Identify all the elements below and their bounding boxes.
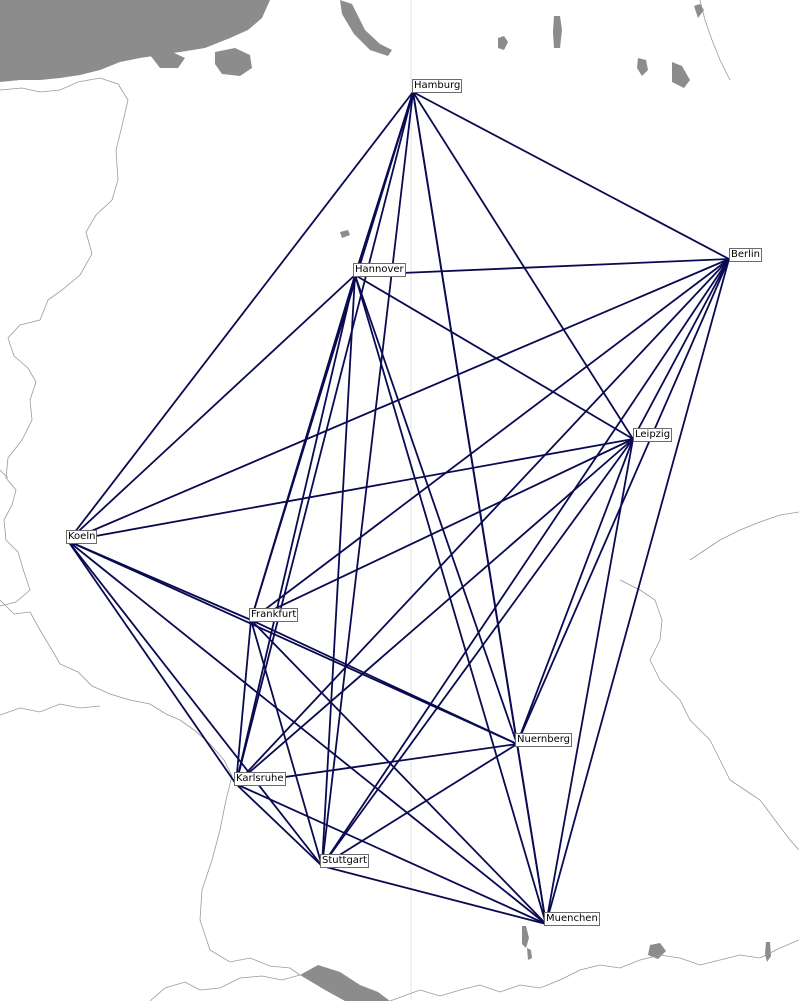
swiss-border	[149, 974, 301, 1001]
lake-3	[637, 58, 648, 76]
link-hannover-karlsruhe	[235, 274, 356, 785]
link-hannover-koeln	[67, 274, 356, 542]
north-sea	[0, 0, 270, 82]
belgium-border	[0, 469, 233, 777]
city-label-leipzig[interactable]: Leipzig	[633, 428, 673, 442]
czech-border	[619, 579, 799, 851]
link-leipzig-frankfurt	[250, 438, 634, 621]
lake-constance	[300, 965, 390, 1001]
link-frankfurt-nuernberg	[250, 619, 518, 745]
link-leipzig-karlsruhe	[235, 438, 634, 785]
link-leipzig-nuernberg	[516, 438, 634, 745]
western-border	[0, 77, 129, 607]
link-berlin-karlsruhe	[235, 258, 730, 785]
lake-steinhude	[340, 230, 350, 238]
city-label-frankfurt[interactable]: Frankfurt	[249, 608, 299, 622]
link-hamburg-leipzig	[412, 91, 634, 440]
link-hannover-frankfurt	[250, 274, 356, 621]
lake-east	[765, 942, 771, 962]
link-berlin-muenchen	[545, 258, 730, 925]
link-berlin-frankfurt	[250, 258, 730, 621]
link-hamburg-berlin	[412, 91, 730, 260]
link-nuernberg-stuttgart	[321, 743, 518, 867]
link-koeln-karlsruhe	[67, 540, 237, 785]
link-hamburg-stuttgart	[321, 91, 414, 867]
link-berlin-nuernberg	[516, 258, 730, 745]
lake-ammersee	[522, 926, 529, 948]
link-leipzig-stuttgart	[321, 438, 634, 867]
city-label-muenchen[interactable]: Muenchen	[544, 912, 600, 926]
link-leipzig-koeln	[67, 438, 634, 542]
link-koeln-nuernberg	[67, 540, 518, 745]
link-frankfurt-stuttgart	[250, 619, 323, 867]
link-stuttgart-muenchen	[321, 865, 547, 925]
link-karlsruhe-muenchen	[235, 783, 547, 925]
link-berlin-stuttgart	[321, 258, 730, 867]
lake-2	[553, 16, 562, 48]
city-label-hamburg[interactable]: Hamburg	[412, 79, 463, 93]
link-berlin-leipzig	[632, 258, 730, 440]
link-berlin-hannover	[354, 258, 730, 276]
city-label-koeln[interactable]: Koeln	[66, 530, 98, 544]
poland-border	[699, 0, 731, 81]
city-label-nuernberg[interactable]: Nuernberg	[515, 733, 573, 747]
river-mouth	[340, 0, 392, 56]
eastern-border	[689, 511, 799, 561]
city-label-hannover[interactable]: Hannover	[353, 263, 406, 277]
link-karlsruhe-stuttgart	[235, 783, 323, 867]
lake-chiemsee	[648, 943, 666, 959]
link-hannover-leipzig	[354, 274, 634, 440]
link-leipzig-muenchen	[545, 438, 634, 925]
link-frankfurt-karlsruhe	[235, 619, 252, 785]
jade-bay	[150, 52, 185, 68]
link-hannover-stuttgart	[321, 274, 356, 867]
lake-1	[498, 36, 508, 50]
link-hamburg-koeln	[67, 91, 414, 542]
connection-lines	[67, 91, 730, 925]
austria-border	[389, 939, 799, 1001]
link-hamburg-karlsruhe	[235, 91, 414, 785]
city-label-stuttgart[interactable]: Stuttgart	[320, 854, 369, 868]
lake-4	[672, 62, 690, 88]
link-koeln-stuttgart	[67, 540, 323, 867]
france-border	[0, 703, 301, 976]
link-nuernberg-muenchen	[516, 743, 547, 925]
link-koeln-muenchen	[67, 540, 547, 925]
link-frankfurt-muenchen	[250, 619, 547, 925]
elbe-estuary	[215, 48, 252, 76]
lake-starnberg	[527, 948, 532, 960]
city-label-berlin[interactable]: Berlin	[729, 248, 763, 262]
link-hannover-nuernberg	[354, 274, 518, 745]
link-hannover-muenchen	[354, 274, 547, 925]
city-label-karlsruhe[interactable]: Karlsruhe	[234, 772, 286, 786]
